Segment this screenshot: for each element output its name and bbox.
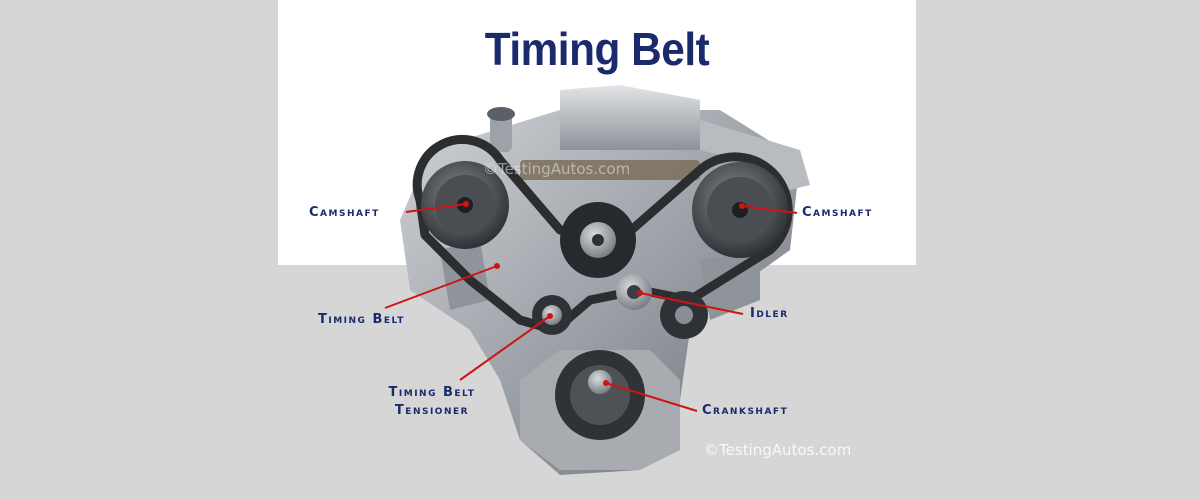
leader-idler [639, 292, 744, 315]
accessory-pulley [660, 291, 708, 339]
leader-timing-belt [384, 265, 498, 309]
label-tensioner-line1: Timing Belt [388, 385, 476, 400]
label-idler: Idler [750, 306, 789, 321]
leader-camshaft-right [741, 205, 798, 214]
watermark-bottom: ©TestingAutos.com [704, 441, 852, 459]
label-camshaft-left: Camshaft [309, 205, 380, 220]
label-tensioner: Timing Belt Tensioner [370, 384, 494, 420]
leader-camshaft-left [405, 203, 467, 213]
label-timing-belt: Timing Belt [318, 312, 405, 327]
leader-crankshaft [605, 382, 698, 412]
crankshaft-pulley [555, 350, 645, 440]
label-crankshaft: Crankshaft [702, 403, 789, 418]
watermark-top: ©TestingAutos.com [483, 160, 631, 178]
leader-lines [384, 203, 798, 412]
water-pump-pulley [560, 202, 636, 278]
diagram-title: Timing Belt [484, 23, 710, 75]
idler-pulley [616, 274, 652, 310]
timing-belt-path [412, 134, 793, 335]
camshaft-pulley-right [692, 162, 788, 258]
label-camshaft-right: Camshaft [802, 205, 873, 220]
label-tensioner-line2: Tensioner [394, 403, 470, 418]
leader-tensioner [459, 315, 551, 381]
leader-dots [463, 201, 745, 386]
